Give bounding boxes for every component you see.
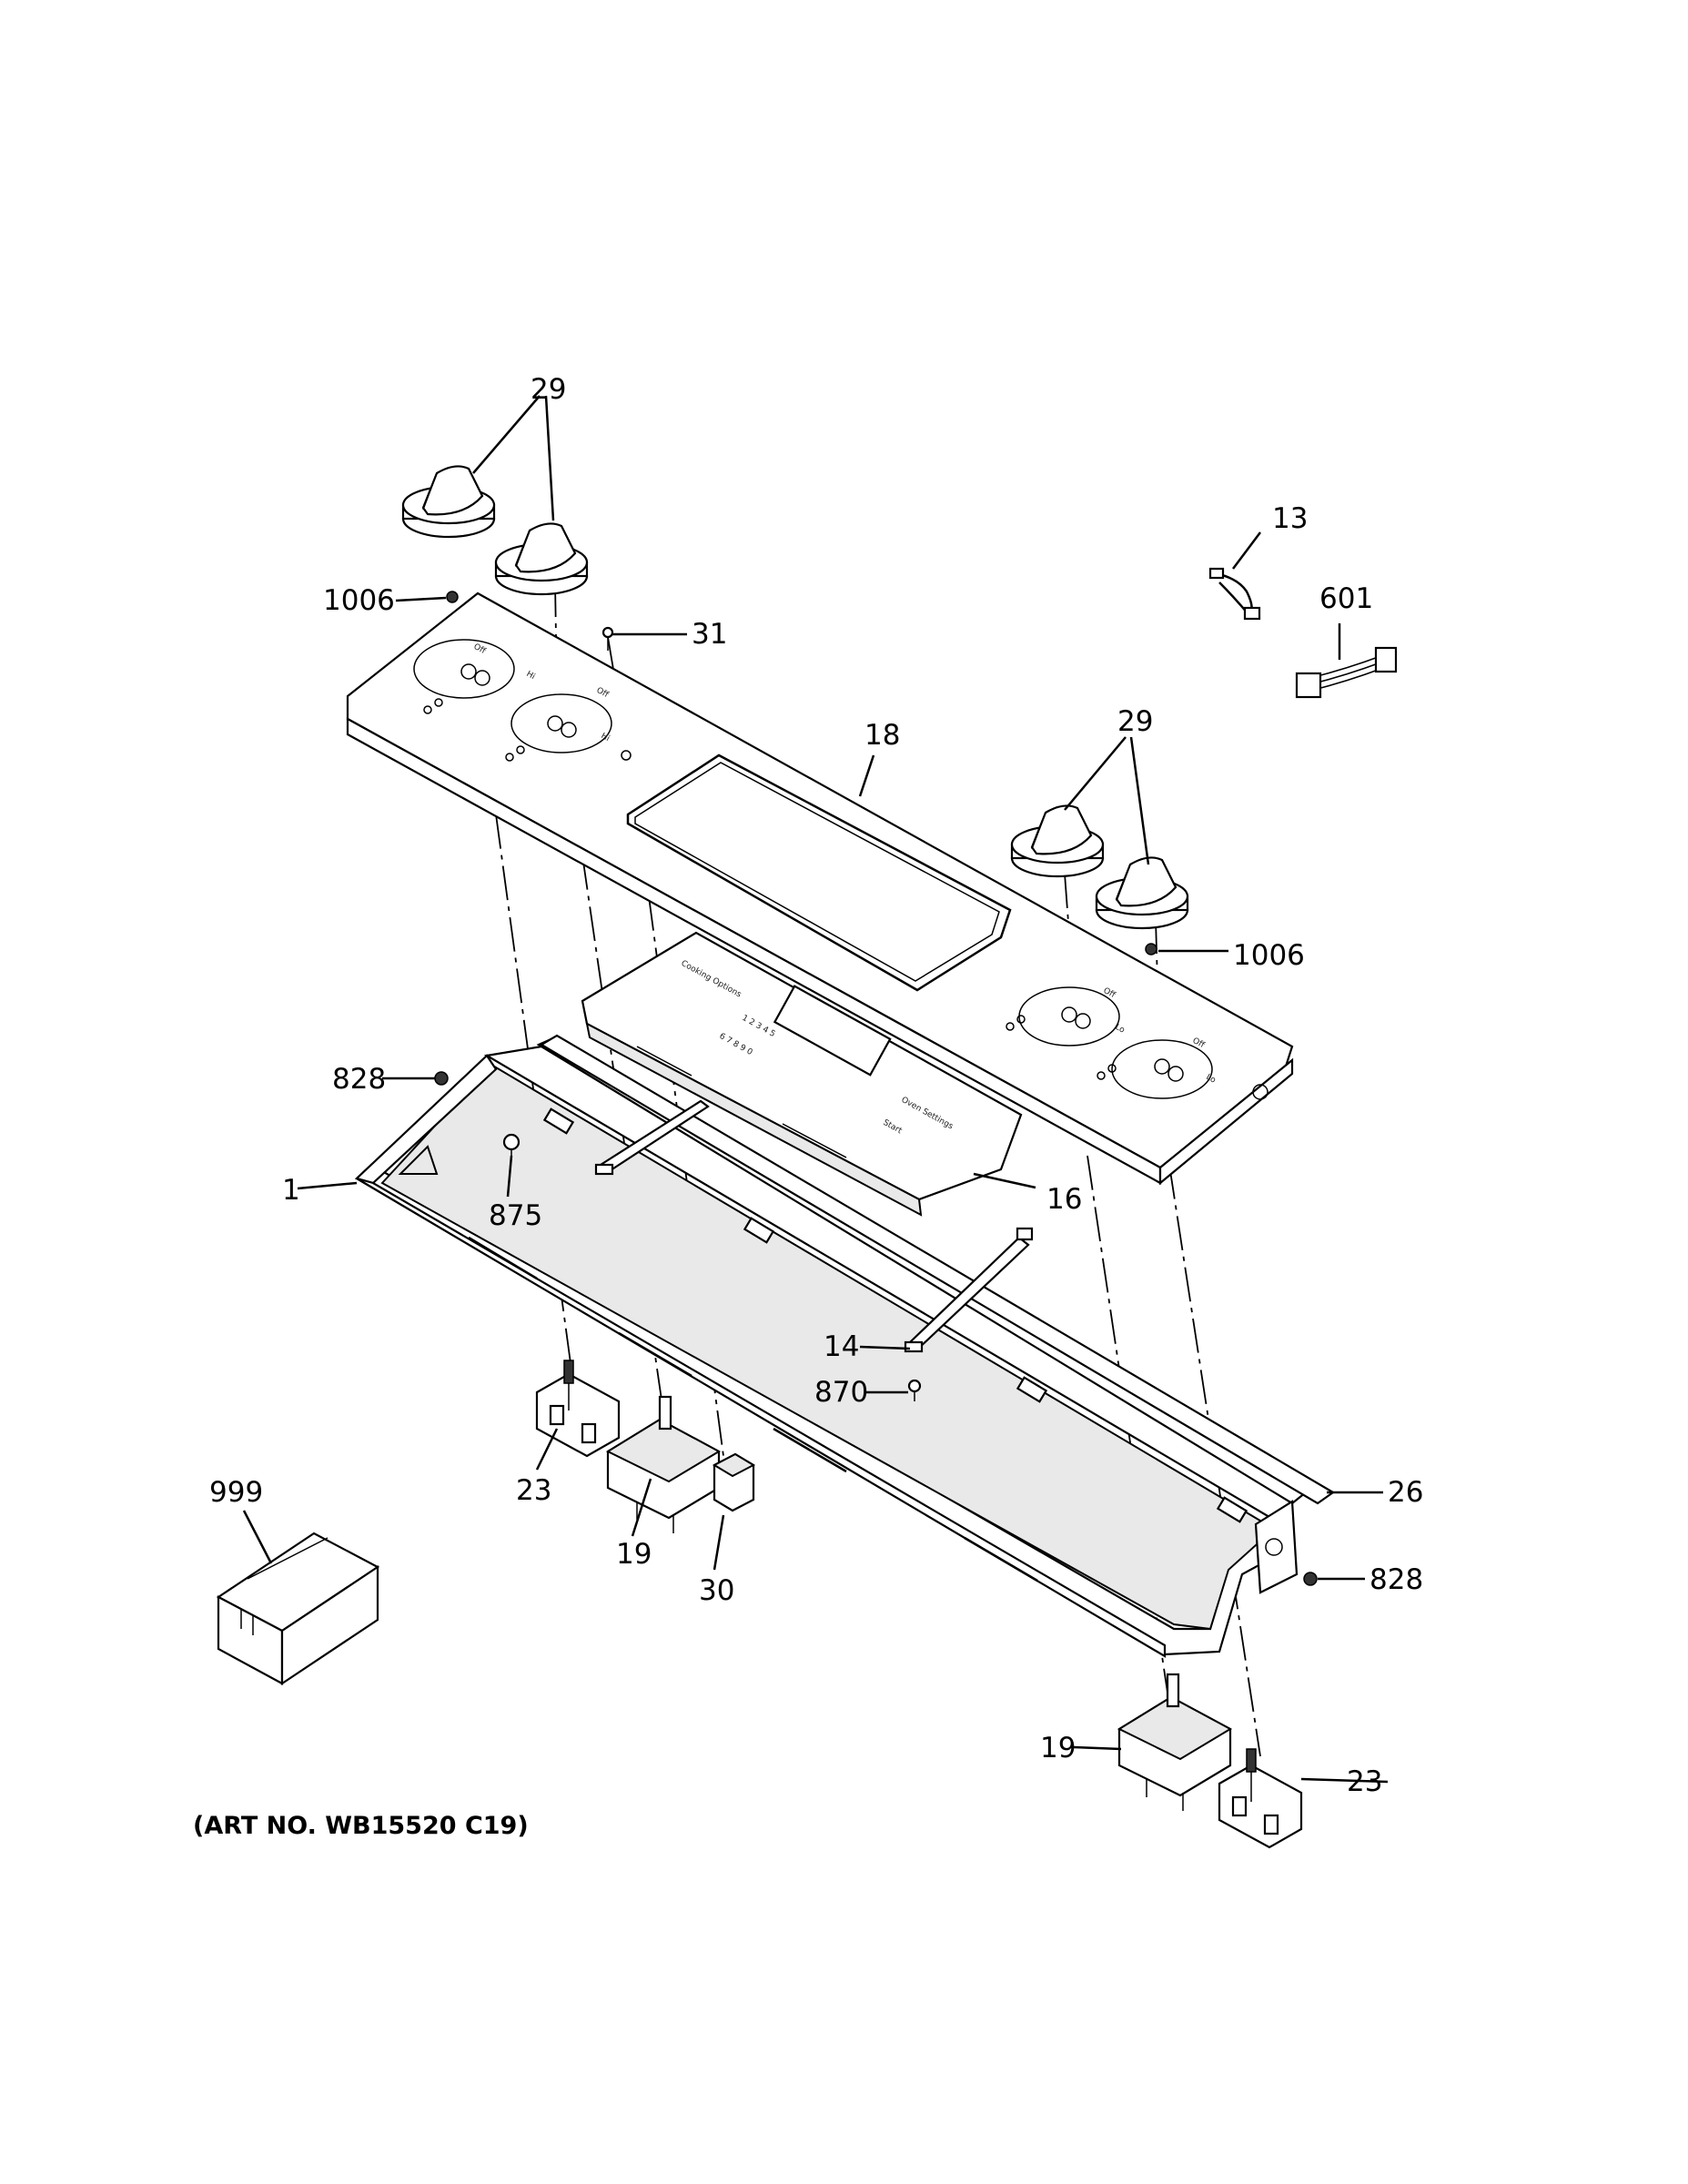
callout-23-right: 23 — [1347, 1765, 1382, 1798]
kit-box-999[interactable] — [216, 1532, 380, 1686]
screw-828-right[interactable] — [1303, 1572, 1318, 1586]
callout-23-left: 23 — [516, 1474, 551, 1507]
callout-828-left: 828 — [332, 1063, 386, 1096]
switch-23-left[interactable] — [535, 1360, 621, 1458]
callout-29-right: 29 — [1117, 705, 1153, 738]
callout-31: 31 — [692, 618, 727, 651]
panel-print-hi-2: Hi — [600, 732, 612, 743]
panel-print-hi-1: Hi — [525, 670, 537, 682]
screw-1006-left[interactable] — [446, 591, 459, 603]
callout-870: 870 — [814, 1376, 868, 1409]
switch-19-right[interactable] — [1117, 1673, 1233, 1811]
callout-14: 14 — [824, 1330, 859, 1363]
switch-23-right[interactable] — [1218, 1748, 1303, 1849]
art-number: (ART NO. WB15520 C19) — [193, 1812, 529, 1840]
callout-828-right: 828 — [1370, 1563, 1423, 1596]
knob-right-2[interactable] — [1095, 856, 1189, 930]
control-panel[interactable]: Off Off Off Off Hi Hi Lo Lo — [346, 592, 1294, 1186]
callout-875: 875 — [489, 1199, 542, 1232]
switch-19-left[interactable] — [605, 1395, 722, 1533]
callout-1: 1 — [282, 1174, 300, 1207]
knob-left-2[interactable] — [494, 522, 589, 596]
harness-601[interactable] — [1295, 646, 1398, 699]
bracket-left[interactable] — [594, 1099, 710, 1176]
screw-828-left[interactable] — [434, 1071, 449, 1086]
panel-print-lo-1: Lo — [1114, 1023, 1127, 1036]
callout-19-right: 19 — [1040, 1732, 1076, 1764]
burner-symbol-icon — [423, 698, 1117, 1080]
callout-30: 30 — [699, 1574, 734, 1607]
relay-30[interactable] — [712, 1452, 756, 1512]
panel-print-lo-2: Lo — [1205, 1073, 1218, 1086]
screw-31[interactable] — [601, 626, 614, 651]
knob-left-1[interactable] — [401, 465, 496, 539]
callout-labels: 29 29 1006 1006 31 13 601 18 16 828 828 … — [209, 373, 1423, 1798]
callout-26: 26 — [1388, 1476, 1423, 1509]
control-board[interactable]: Cooking Options Oven Settings Start 1 2 … — [581, 931, 1023, 1217]
callout-999: 999 — [209, 1476, 263, 1509]
callout-19-left: 19 — [616, 1538, 652, 1571]
callout-601: 601 — [1319, 582, 1373, 615]
callout-1006-left: 1006 — [323, 584, 395, 617]
leader-lines — [242, 395, 1389, 1784]
callout-13: 13 — [1272, 502, 1308, 535]
callout-1006-right: 1006 — [1233, 939, 1305, 972]
screw-1006-right[interactable] — [1145, 943, 1157, 956]
callout-18: 18 — [864, 719, 900, 752]
callout-16: 16 — [1046, 1183, 1082, 1216]
screw-870[interactable] — [907, 1379, 922, 1401]
bracket-right[interactable] — [904, 1227, 1034, 1353]
knob-right-1[interactable] — [1010, 804, 1105, 878]
callout-29-left: 29 — [531, 373, 566, 406]
harness-13[interactable] — [1208, 567, 1261, 621]
